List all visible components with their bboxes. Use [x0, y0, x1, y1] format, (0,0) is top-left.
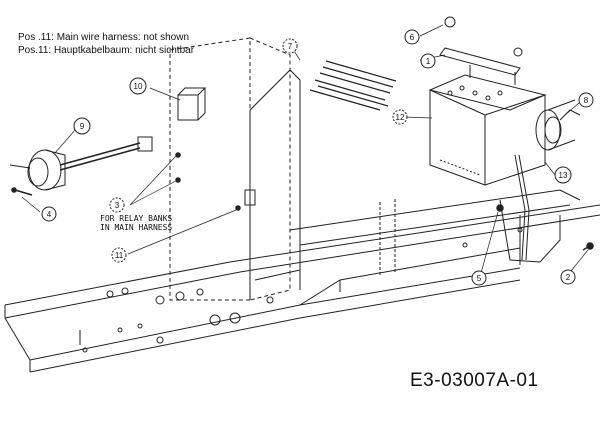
callout-10: [129, 77, 147, 95]
callout-label-5: 5: [477, 274, 482, 283]
callout-5: [471, 270, 487, 286]
leader-lines: [21, 24, 589, 277]
callout-11: [111, 247, 127, 263]
battery-part: [428, 74, 547, 186]
callout-label-6: 6: [410, 33, 415, 42]
callout-6: [404, 29, 420, 45]
vertical-support: [244, 69, 301, 300]
frame-holes: [82, 227, 523, 353]
callout-3: [109, 197, 125, 213]
callout-2: [560, 269, 576, 285]
callout-label-7: 7: [288, 42, 293, 51]
callout-label-8: 8: [584, 96, 589, 105]
relay-part: [177, 87, 207, 121]
callout-label-11: 11: [115, 251, 124, 260]
relay-note: FOR RELAY BANKS IN MAIN HARNESS: [100, 214, 172, 232]
relay-note-line1: FOR RELAY BANKS: [100, 214, 173, 223]
callout-9: [73, 117, 91, 135]
dash-panel: [169, 37, 291, 301]
callout-label-1: 1: [426, 57, 431, 66]
callout-label-4: 4: [47, 210, 52, 219]
callout-label-2: 2: [566, 273, 571, 282]
drawing-code: E3-03007A-01: [410, 370, 539, 391]
frame-rails: [4, 189, 600, 373]
callout-8: [578, 92, 594, 108]
cable-ties: [309, 60, 397, 111]
callout-4: [41, 206, 57, 222]
solenoid-part: [535, 99, 581, 151]
callouts: [41, 29, 594, 286]
callout-label-3: 3: [115, 201, 120, 210]
callout-7: [282, 38, 298, 54]
screws: [11, 152, 594, 251]
callout-1: [420, 53, 436, 69]
callout-label-10: 10: [134, 82, 143, 91]
bolt-part: [444, 16, 523, 57]
note-main-harness-en: Pos .11: Main wire harness: not shown: [18, 32, 190, 43]
callout-12: [392, 109, 408, 125]
callout-label-13: 13: [559, 171, 568, 180]
battery-cable: [514, 154, 530, 261]
callout-13: [554, 166, 572, 184]
callout-label-9: 9: [80, 122, 85, 131]
callout-label-12: 12: [396, 113, 405, 122]
note-main-harness-de: Pos.11: Hauptkabelbaum: nicht sichtbar: [18, 45, 195, 56]
ignition-switch: [9, 136, 153, 191]
relay-note-line2: IN MAIN HARNESS: [100, 223, 173, 232]
battery-holddown: [439, 47, 521, 85]
